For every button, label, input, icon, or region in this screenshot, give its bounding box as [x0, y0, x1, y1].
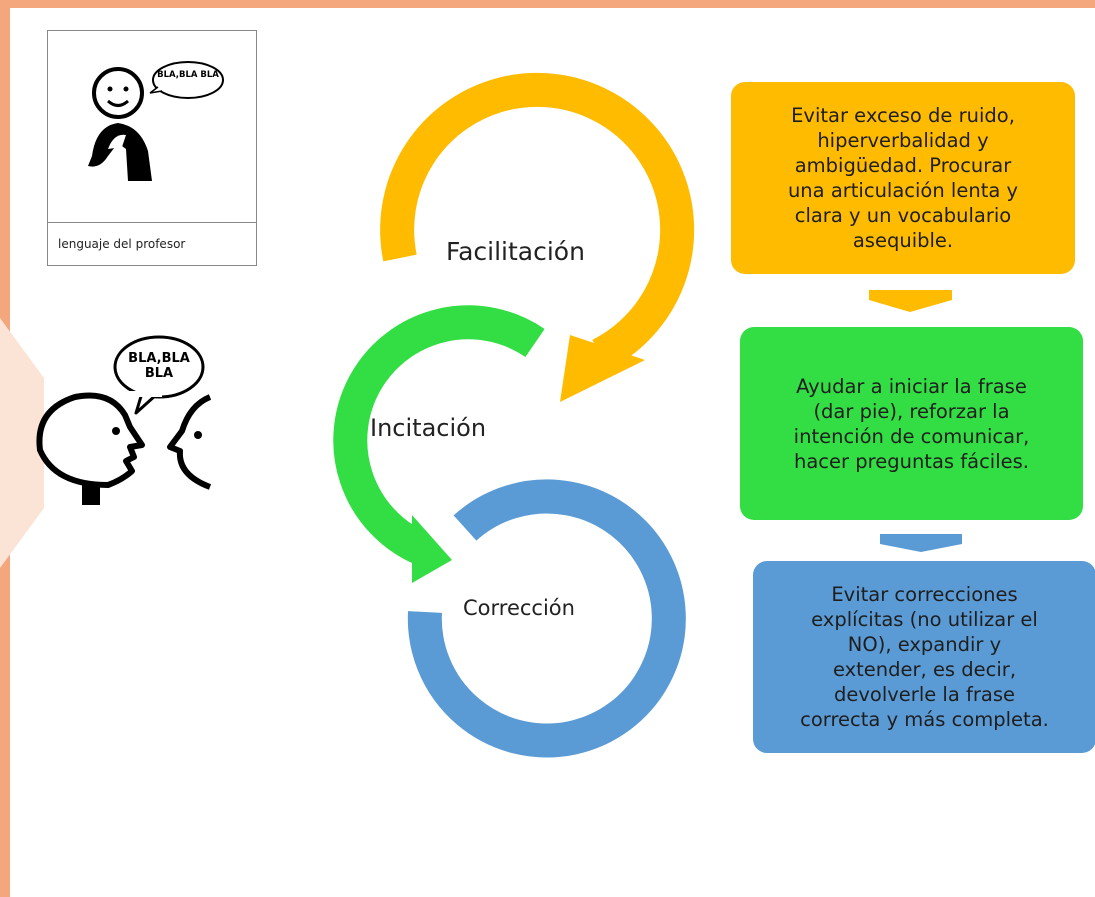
- facilitacion-box: Evitar exceso de ruido, hiperverbalidad …: [731, 82, 1075, 274]
- blue-down-arrow: [880, 534, 962, 552]
- correccion-line-5: devolverle la frase: [834, 683, 1015, 706]
- correccion-line-3: NO), expandir y: [847, 633, 1002, 656]
- left-wedge-decoration: [0, 318, 44, 568]
- incitacion-line-2: (dar pie), reforzar la: [813, 399, 1010, 423]
- correccion-line-6: correcta y más completa.: [800, 708, 1049, 731]
- incitacion-label: Incitación: [370, 414, 487, 442]
- correccion-line-4: extender, es decir,: [832, 658, 1017, 681]
- incitacion-arc: [333, 305, 545, 564]
- large-speech-line1: BLA,BLA: [128, 351, 190, 366]
- incitacion-box: Ayudar a iniciar la frase (dar pie), ref…: [740, 327, 1083, 520]
- facilitacion-line-6: asequible.: [852, 229, 954, 252]
- facilitacion-line-3: ambigüedad. Procurar: [794, 154, 1012, 177]
- correccion-line-2: explícitas (no utilizar el: [811, 608, 1038, 631]
- small-speech-text: BLA,BLA BLA: [157, 70, 219, 80]
- correccion-line-1: Evitar correcciones: [831, 583, 1018, 606]
- correccion-ring: [407, 479, 686, 758]
- pictogram-caption: lenguaje del profesor: [48, 222, 256, 265]
- facilitacion-label: Facilitación: [446, 237, 585, 266]
- correccion-box: Evitar correcciones explícitas (no utili…: [753, 561, 1095, 753]
- facilitacion-line-5: clara y un vocabulario: [794, 204, 1012, 227]
- facilitacion-line-2: hiperverbalidad y: [817, 129, 989, 152]
- pictogram-card: BLA,BLA BLA lenguaje del profesor: [47, 30, 257, 266]
- incitacion-line-4: hacer preguntas fáciles.: [794, 449, 1029, 473]
- incitacion-arrowhead: [412, 515, 452, 583]
- facilitacion-arc: [380, 72, 695, 371]
- facilitacion-line-4: una articulación lenta y: [787, 179, 1019, 202]
- teacher-pictogram: BLA,BLA BLA: [88, 61, 224, 181]
- yellow-down-arrow: [869, 290, 952, 312]
- incitacion-line-1: Ayudar a iniciar la frase: [796, 374, 1027, 398]
- facilitacion-arrowhead: [560, 335, 645, 402]
- incitacion-line-3: intención de comunicar,: [793, 424, 1030, 448]
- correccion-label: Corrección: [463, 596, 575, 620]
- large-speech-line2: BLA: [145, 366, 173, 381]
- conversation-pictogram: BLA,BLA BLA: [36, 335, 212, 505]
- facilitacion-line-1: Evitar exceso de ruido,: [791, 104, 1015, 127]
